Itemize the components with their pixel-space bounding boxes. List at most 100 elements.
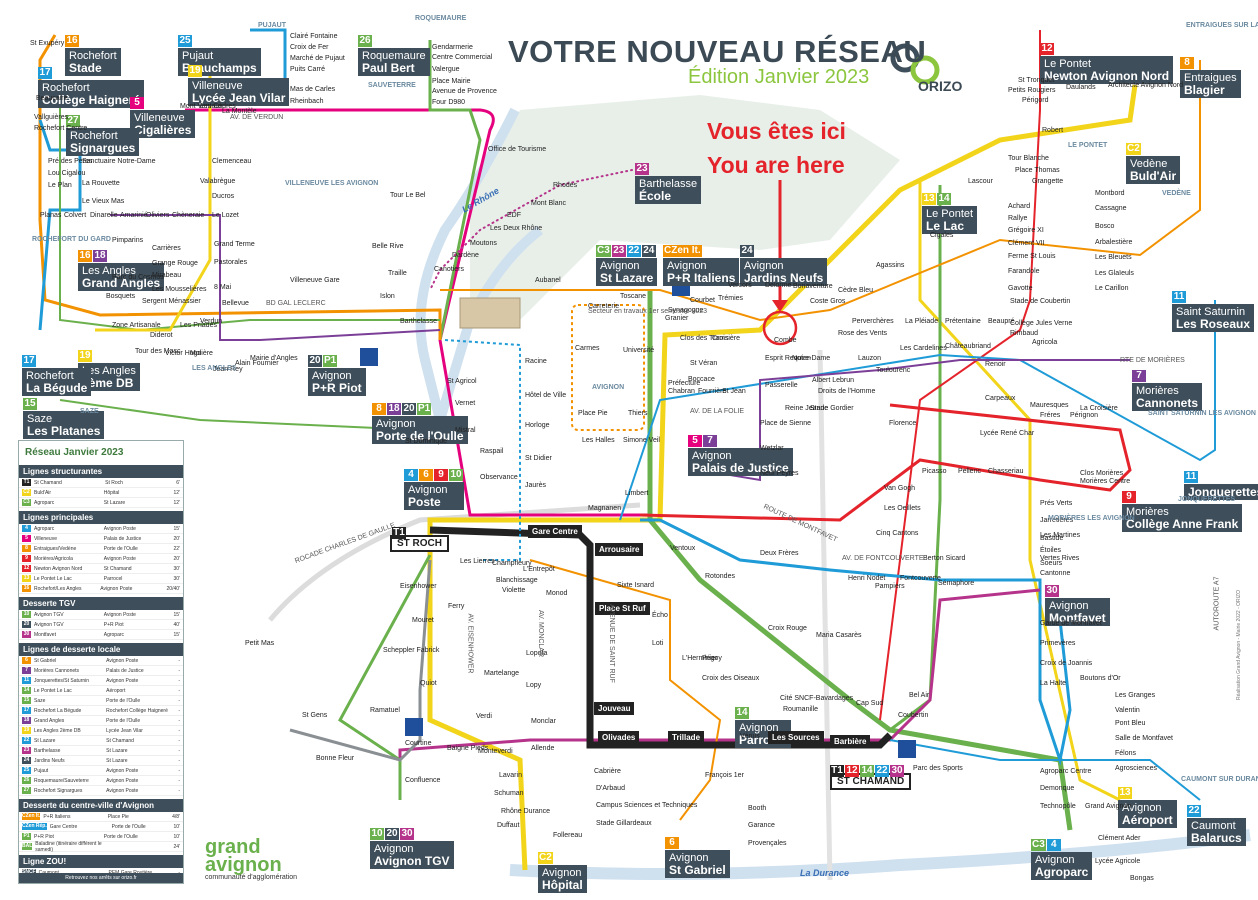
hub-3[interactable]: Jouveau [594,702,635,715]
stop-label: Martelange [484,670,520,677]
stop-label: La Halte [1040,680,1067,687]
stop-label: Belle Rive [372,243,404,250]
stop-label: Dinarelle [90,212,118,219]
stop-label: Vallguières [34,114,69,121]
stop-label: Violette [502,587,526,594]
stop-label: Avenue de Provence [432,88,497,95]
legend-line-badge: 18 [22,717,31,724]
destination-stop: Agroparc [1035,865,1089,879]
stop-label: Coubertin [898,712,929,719]
stop-label: Verdi [476,713,492,720]
hub-4[interactable]: Olivades [598,731,640,744]
stop-label: Beaupré [988,318,1015,325]
area-label: VEDÈNE [1162,190,1191,197]
legend-line-badge: 9 [22,555,31,562]
destination-stop: Jardins Neufs [744,271,824,285]
stop-label: Scheppler Fabrick [383,647,440,654]
legend-to: Hôpital [103,489,120,496]
destination-stop: Cannonets [1136,396,1199,410]
stop-label: Champfleury [492,560,532,567]
stop-label: Carpeaux [985,395,1016,402]
stop-label: D'Arbaud [596,785,625,792]
hub-6[interactable]: Les Sources [768,731,824,744]
legend-to: St Lazare [103,499,126,506]
destination-stop: Palais de Justice [692,461,789,475]
legend-to: St Lazare [106,747,128,754]
stop-label: Garance [748,822,775,829]
hub-2[interactable]: Place St Ruf [595,602,650,615]
legend-from: P+R Italiens [43,813,71,820]
road-label: BD GAL LECLERC [266,300,326,307]
stop-label: Magnanen [588,505,622,512]
destination-lines: 24 [740,240,827,258]
hub-1[interactable]: Arrousaire [595,543,644,556]
big-stop-st-roch[interactable]: ST ROCH [390,535,449,552]
destination-stop: Cigalières [134,123,192,137]
line-22 [889,739,1201,801]
hub-0[interactable]: Gare Centre [528,525,582,538]
area-label: CAUMONT SUR DURANCE [1181,776,1258,783]
stop-label: Les Cardelines [900,345,947,352]
line-18 [110,214,441,341]
road-label: AV. MONCLAR [537,609,545,658]
line-25 [250,28,287,100]
destination-stop: La Bégude [26,381,88,395]
stop-label: Fréres [1040,412,1061,419]
stop-label: Verdun [200,318,223,325]
stop-label: Courtine [405,740,432,747]
stop-label: Cap Sud [856,700,884,707]
stop-label: Les Martines [1040,532,1081,539]
hub-7[interactable]: Barbière [830,735,871,748]
stop-label: Pastorales [214,259,248,266]
destination-town: Morières [1136,385,1179,397]
legend-line-badge: 20 [22,621,31,628]
stop-label: Soeurs [1040,560,1063,567]
legend-frequency: - [178,777,181,784]
hub-5[interactable]: Trillade [668,731,705,744]
legend-to: Avignon Poste [106,657,139,664]
stop-label: Pellenc [958,468,981,475]
destination-town: Avignon [1122,802,1162,814]
line-12 [879,30,1041,721]
line-badge: 10 [449,469,463,481]
